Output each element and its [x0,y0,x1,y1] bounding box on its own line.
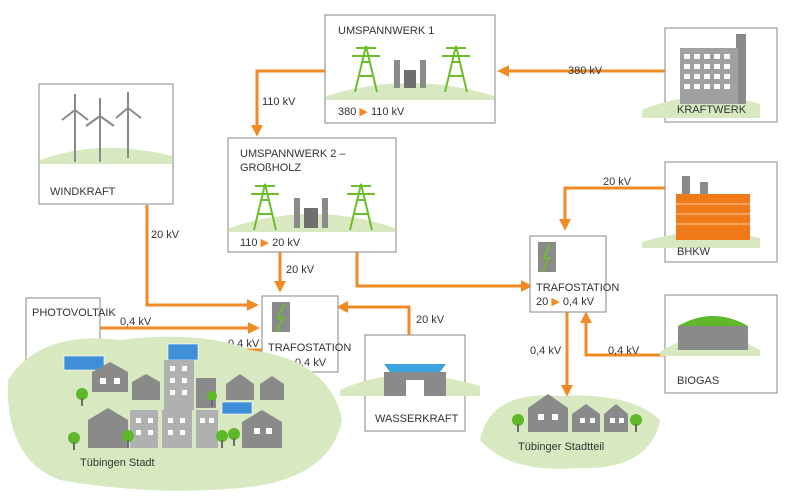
ratio-arrow-icon: ▶ [551,296,560,308]
pylon-icon [352,45,470,93]
edge-label-bhkw-trafo2: 20 kV [603,176,632,188]
flow-lines [100,65,665,397]
trafostation-2-ratio: 20 ▶ 0,4 kV [536,296,595,308]
biogas-label: BIOGAS [677,375,719,387]
apartment-icon [162,410,192,448]
ratio-arrow-icon: ▶ [359,106,368,118]
transformer-icon [538,242,556,273]
trafostation-2-ratio-to: 0,4 kV [563,296,595,308]
flow-uw2-trafo2 [355,252,533,292]
house-icon [260,376,284,400]
umspannwerk-2-ratio-to: 20 kV [272,237,301,249]
tree-icon [68,388,240,450]
edge-label-biogas-trafo2: 0,4 kV [608,345,640,357]
insulator-icon [394,60,426,88]
umspannwerk-2-label-line2: GROßHOLZ [240,162,301,174]
flow-biogas-trafo2 [580,311,665,357]
tree-icon [512,414,642,432]
trafostation-2-ratio-from: 20 [536,296,548,308]
umspannwerk-1-ratio-from: 380 [338,106,356,118]
chp-plant-icon [676,176,750,240]
house-icon [88,408,128,448]
node-bhkw: BHKW [642,161,778,263]
photovoltaik-label: PHOTOVOLTAIK [32,307,116,319]
trafostation-1-label: TRAFOSTATION [268,342,351,354]
hydro-dam-icon [384,364,446,396]
house-icon [528,394,568,432]
transformer-icon [272,302,290,333]
factory-icon [680,34,746,104]
umspannwerk-1-ratio: 380 ▶ 110 kV [338,106,405,118]
node-umspannwerk-2: UMSPANNWERK 2 – GROßHOLZ 110 ▶ 20 kV [227,137,397,253]
house-icon [132,374,160,400]
bhkw-label: BHKW [677,246,711,258]
wind-turbine-icon [61,92,142,162]
tuebinger-stadtteil-label: Tübinger Stadtteil [518,441,604,453]
district-buildings [512,394,642,432]
node-biogas: BIOGAS [660,294,778,394]
node-wasserkraft: WASSERKRAFT [340,334,480,432]
house-icon [572,404,600,432]
trafostation-2-label: TRAFOSTATION [536,282,619,294]
node-umspannwerk-1: UMSPANNWERK 1 380 ▶ 110 kV [324,14,496,124]
ratio-arrow-icon: ▶ [261,237,270,249]
solar-panel-icon [167,343,199,361]
edge-label-kraftwerk-uw1: 380 kV [568,65,603,77]
edge-label-wasser-trafo1: 20 kV [416,314,445,326]
house-icon [242,410,282,448]
solar-panel-icon [63,355,105,371]
city-tuebinger-stadtteil: Tübinger Stadtteil [480,394,660,469]
kraftwerk-label: KRAFTWERK [677,104,747,116]
apartment-icon [130,410,158,448]
house-icon [226,374,254,400]
windkraft-label: WINDKRAFT [50,186,116,198]
flow-bhkw-trafo2 [559,186,665,231]
node-trafostation-2: TRAFOSTATION 20 ▶ 0,4 kV [529,235,619,313]
edge-labels: 380 kV 110 kV 20 kV 20 kV 20 kV 0,4 kV 0… [120,65,640,357]
flow-uw1-uw2 [251,69,325,137]
umspannwerk-2-ratio-from: 110 [240,237,258,249]
biogas-tank-icon [678,316,748,350]
flow-wasser-trafo1 [336,301,411,335]
city-buildings [63,343,284,450]
edge-label-trafo2-stadtteil: 0,4 kV [530,345,562,357]
node-kraftwerk: KRAFTWERK [642,27,778,123]
pylon-icon [251,183,375,231]
apartment-icon [196,410,218,448]
edge-label-pv-trafo1: 0,4 kV [120,316,152,328]
umspannwerk-1-ratio-to: 110 kV [371,106,405,118]
house-icon [604,404,628,432]
node-windkraft: WINDKRAFT [38,83,174,205]
insulator-icon [294,198,328,228]
edge-label-wind-trafo1: 20 kV [151,229,180,241]
solar-panel-icon [221,401,253,415]
umspannwerk-1-label: UMSPANNWERK 1 [338,25,434,37]
wasserkraft-label: WASSERKRAFT [375,413,459,425]
umspannwerk-2-ratio: 110 ▶ 20 kV [240,237,301,249]
umspannwerk-2-label-line1: UMSPANNWERK 2 – [240,148,346,160]
flow-wind-trafo1 [145,205,259,311]
tuebingen-stadt-label: Tübingen Stadt [80,457,155,469]
edge-label-uw2-trafo1: 20 kV [286,264,315,276]
apartment-icon [164,360,194,410]
house-icon [92,362,128,392]
city-tuebingen-stadt: Tübingen Stadt [7,336,343,491]
edge-label-uw1-uw2: 110 kV [262,96,296,108]
